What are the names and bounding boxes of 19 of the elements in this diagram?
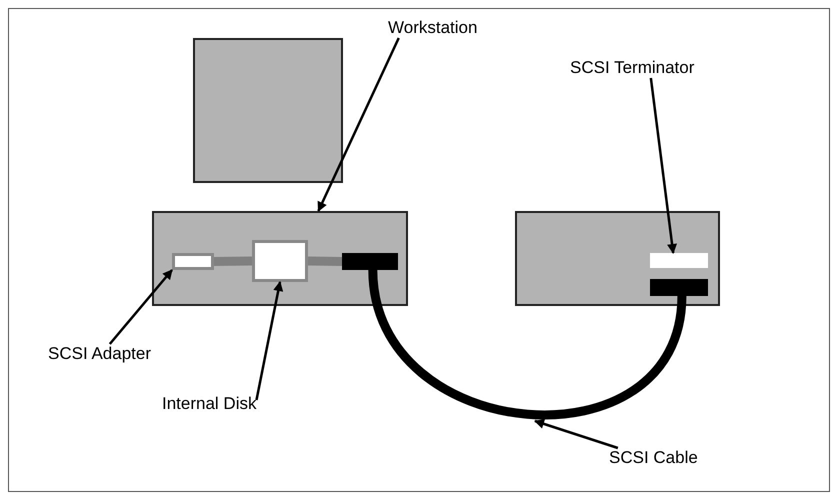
connector-bar [342, 253, 398, 270]
part-label: Workstation [388, 18, 478, 38]
leader-arrow [317, 37, 400, 212]
leader-arrow [534, 419, 618, 450]
part-label: SCSI Adapter [48, 344, 152, 364]
monitor-box [193, 38, 343, 183]
leader-arrow [255, 281, 284, 400]
part-label: Internal Disk [162, 394, 256, 414]
leader-arrow [650, 78, 678, 254]
workstation-chassis [152, 211, 408, 306]
part-label: SCSI Terminator [570, 58, 694, 78]
leader-arrow [108, 269, 173, 345]
internal-cable [214, 256, 252, 266]
internal-cable [308, 256, 342, 266]
enclosure-box [515, 211, 720, 306]
connector-bar [650, 279, 708, 296]
adapter-box [172, 253, 214, 270]
terminator-bar [650, 253, 708, 268]
part-label: SCSI Cable [609, 448, 698, 468]
